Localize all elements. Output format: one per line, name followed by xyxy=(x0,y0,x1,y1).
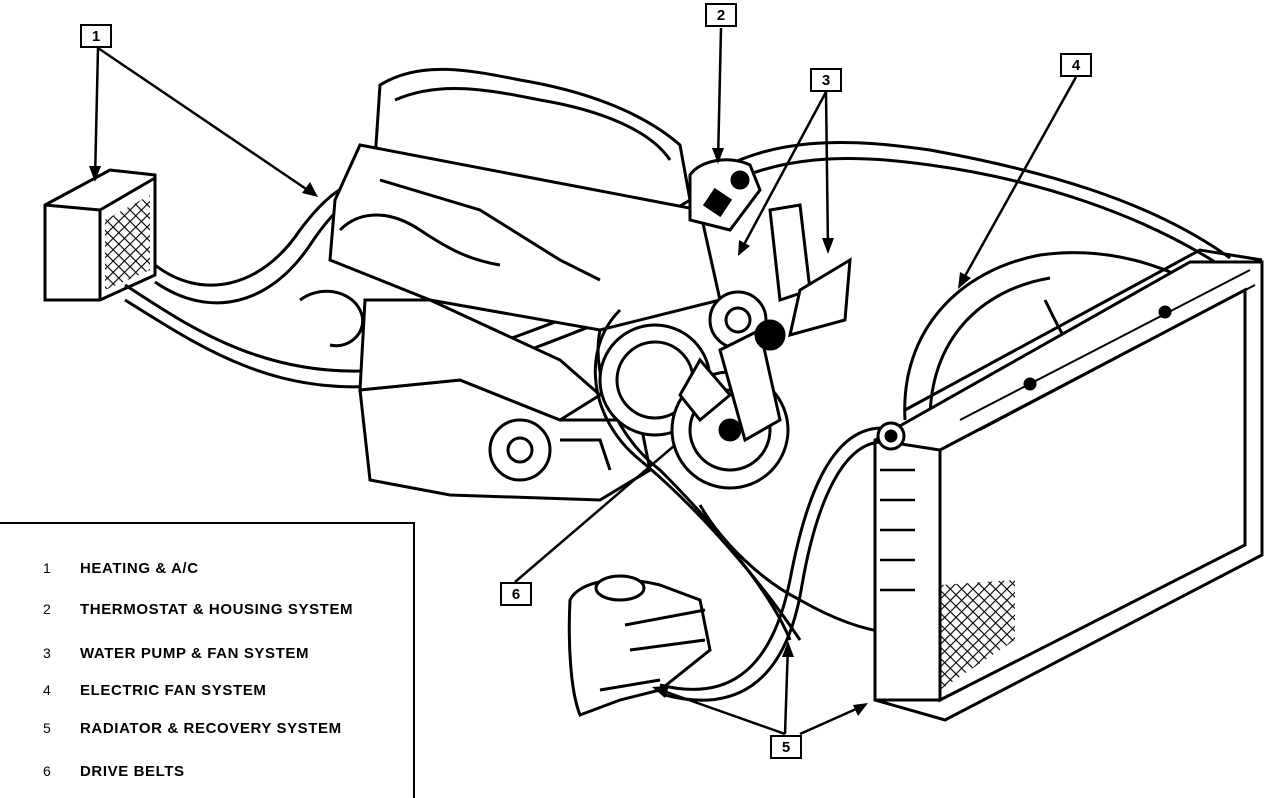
leader-arrowheads xyxy=(89,148,971,716)
legend-label: HEATING & A/C xyxy=(80,559,199,577)
engine-block xyxy=(299,67,722,502)
callout-5: 5 xyxy=(770,735,802,759)
legend-number: 3 xyxy=(43,645,51,661)
legend-item: 6 DRIVE BELTS xyxy=(0,760,410,782)
legend-item: 4 ELECTRIC FAN SYSTEM xyxy=(0,679,410,701)
legend-label: ELECTRIC FAN SYSTEM xyxy=(80,681,267,699)
leader-lines xyxy=(93,27,1078,736)
legend-label: DRIVE BELTS xyxy=(80,762,185,780)
callout-2: 2 xyxy=(705,3,737,27)
legend-label: RADIATOR & RECOVERY SYSTEM xyxy=(80,719,342,737)
coolant-recovery-tank xyxy=(567,574,712,717)
recovery-hose xyxy=(659,426,881,702)
legend-item: 5 RADIATOR & RECOVERY SYSTEM xyxy=(0,717,410,739)
legend-panel: 1 HEATING & A/C 2 THERMOSTAT & HOUSING S… xyxy=(0,522,415,798)
legend-number: 5 xyxy=(43,720,51,736)
callout-3: 3 xyxy=(810,68,842,92)
legend-number: 4 xyxy=(43,682,51,698)
legend-item: 1 HEATING & A/C xyxy=(0,557,410,579)
legend-number: 6 xyxy=(43,763,51,779)
legend-item: 3 WATER PUMP & FAN SYSTEM xyxy=(0,642,410,664)
legend-item: 2 THERMOSTAT & HOUSING SYSTEM xyxy=(0,598,410,620)
callout-1: 1 xyxy=(80,24,112,48)
callout-6: 6 xyxy=(500,582,532,606)
callout-4: 4 xyxy=(1060,53,1092,77)
radiator xyxy=(873,248,1264,722)
water-pump-and-fan xyxy=(598,203,852,490)
heater-core xyxy=(43,168,157,302)
legend-number: 2 xyxy=(43,601,51,617)
legend-number: 1 xyxy=(43,560,51,576)
thermostat-housing xyxy=(688,158,762,232)
legend-label: THERMOSTAT & HOUSING SYSTEM xyxy=(80,600,354,618)
legend-label: WATER PUMP & FAN SYSTEM xyxy=(80,644,310,662)
